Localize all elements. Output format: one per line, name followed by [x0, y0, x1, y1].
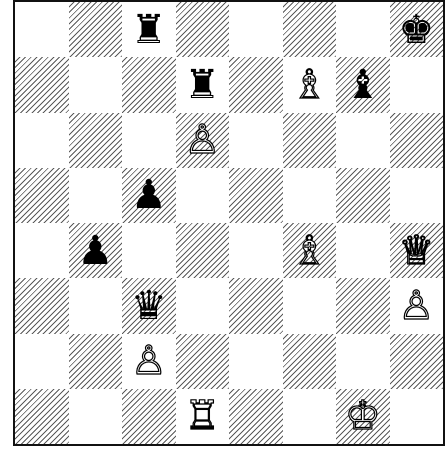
black-rook-icon[interactable]: ♜ [184, 65, 220, 105]
square-f5[interactable] [283, 168, 337, 223]
square-h5[interactable] [390, 168, 444, 223]
white-bishop-icon[interactable]: ♗ [291, 65, 327, 105]
square-b3[interactable] [69, 278, 123, 333]
black-rook-icon[interactable]: ♜ [131, 10, 167, 50]
square-c3[interactable]: ♛ [122, 278, 176, 333]
square-f6[interactable] [283, 113, 337, 168]
square-a2[interactable] [15, 334, 69, 389]
square-f2[interactable] [283, 334, 337, 389]
square-g1[interactable]: ♔ [336, 389, 390, 444]
square-c2[interactable]: ♙ [122, 334, 176, 389]
white-pawn-icon[interactable]: ♙ [184, 120, 220, 160]
square-g2[interactable] [336, 334, 390, 389]
square-h4[interactable]: ♕ [390, 223, 444, 278]
square-e6[interactable] [229, 113, 283, 168]
square-f8[interactable] [283, 2, 337, 57]
black-bishop-icon[interactable]: ♝ [345, 65, 381, 105]
white-pawn-icon[interactable]: ♙ [398, 286, 434, 326]
square-h7[interactable] [390, 57, 444, 112]
square-e3[interactable] [229, 278, 283, 333]
square-e8[interactable] [229, 2, 283, 57]
black-pawn-icon[interactable]: ♟ [77, 231, 113, 271]
square-g5[interactable] [336, 168, 390, 223]
square-d4[interactable] [176, 223, 230, 278]
square-a3[interactable] [15, 278, 69, 333]
square-d8[interactable] [176, 2, 230, 57]
square-f7[interactable]: ♗ [283, 57, 337, 112]
square-g4[interactable] [336, 223, 390, 278]
square-e4[interactable] [229, 223, 283, 278]
square-f4[interactable]: ♗ [283, 223, 337, 278]
white-pawn-icon[interactable]: ♙ [131, 341, 167, 381]
square-b6[interactable] [69, 113, 123, 168]
square-b8[interactable] [69, 2, 123, 57]
square-h2[interactable] [390, 334, 444, 389]
square-e7[interactable] [229, 57, 283, 112]
square-e1[interactable] [229, 389, 283, 444]
square-c1[interactable] [122, 389, 176, 444]
square-a5[interactable] [15, 168, 69, 223]
square-a1[interactable] [15, 389, 69, 444]
white-king-icon[interactable]: ♔ [345, 396, 381, 436]
square-b5[interactable] [69, 168, 123, 223]
square-c6[interactable] [122, 113, 176, 168]
black-pawn-icon[interactable]: ♟ [131, 175, 167, 215]
square-h6[interactable] [390, 113, 444, 168]
white-rook-icon[interactable]: ♖ [184, 396, 220, 436]
chess-board: ♜ ♚ ♜ ♗ ♝ ♙ ♟ ♟ ♗ ♕ ♛ ♙ ♙ ♖ ♔ [13, 0, 445, 446]
square-h3[interactable]: ♙ [390, 278, 444, 333]
square-h8[interactable]: ♚ [390, 2, 444, 57]
square-b2[interactable] [69, 334, 123, 389]
square-b4[interactable]: ♟ [69, 223, 123, 278]
square-c7[interactable] [122, 57, 176, 112]
square-d5[interactable] [176, 168, 230, 223]
square-a8[interactable] [15, 2, 69, 57]
square-d3[interactable] [176, 278, 230, 333]
square-a7[interactable] [15, 57, 69, 112]
black-king-icon[interactable]: ♚ [398, 10, 434, 50]
square-e5[interactable] [229, 168, 283, 223]
square-g3[interactable] [336, 278, 390, 333]
square-b7[interactable] [69, 57, 123, 112]
square-h1[interactable] [390, 389, 444, 444]
square-a6[interactable] [15, 113, 69, 168]
square-c4[interactable] [122, 223, 176, 278]
square-c5[interactable]: ♟ [122, 168, 176, 223]
white-queen-icon[interactable]: ♕ [398, 231, 434, 271]
square-g6[interactable] [336, 113, 390, 168]
square-a4[interactable] [15, 223, 69, 278]
black-queen-icon[interactable]: ♛ [131, 286, 167, 326]
square-e2[interactable] [229, 334, 283, 389]
square-d2[interactable] [176, 334, 230, 389]
square-f3[interactable] [283, 278, 337, 333]
white-bishop-icon[interactable]: ♗ [291, 231, 327, 271]
square-f1[interactable] [283, 389, 337, 444]
square-d1[interactable]: ♖ [176, 389, 230, 444]
square-g8[interactable] [336, 2, 390, 57]
square-d7[interactable]: ♜ [176, 57, 230, 112]
square-g7[interactable]: ♝ [336, 57, 390, 112]
square-d6[interactable]: ♙ [176, 113, 230, 168]
square-c8[interactable]: ♜ [122, 2, 176, 57]
square-b1[interactable] [69, 389, 123, 444]
